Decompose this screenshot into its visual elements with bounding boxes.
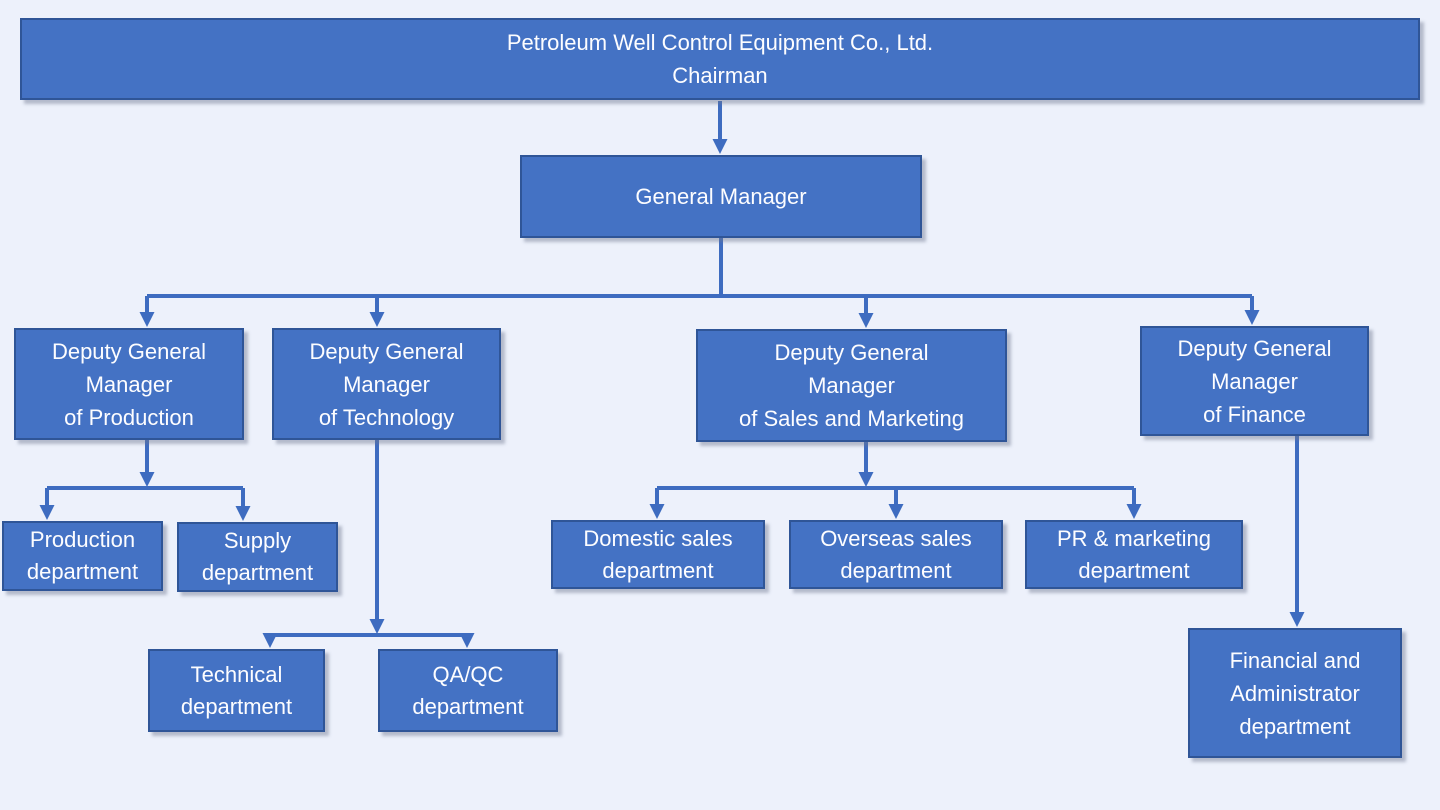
node-qaqc-department: QA/QC department <box>378 649 558 732</box>
node-deputy-finance: Deputy General Manager of Finance <box>1140 326 1369 436</box>
node-supply-department: Supply department <box>177 522 338 592</box>
node-general-manager: General Manager <box>520 155 922 238</box>
node-production-department: Production department <box>2 521 163 591</box>
node-deputy-sales-marketing: Deputy General Manager of Sales and Mark… <box>696 329 1007 442</box>
node-domestic-sales-department: Domestic sales department <box>551 520 765 589</box>
node-overseas-sales-department: Overseas sales department <box>789 520 1003 589</box>
node-technical-department: Technical department <box>148 649 325 732</box>
node-financial-admin-department: Financial and Administrator department <box>1188 628 1402 758</box>
node-deputy-production: Deputy General Manager of Production <box>14 328 244 440</box>
node-pr-marketing-department: PR & marketing department <box>1025 520 1243 589</box>
node-chairman: Petroleum Well Control Equipment Co., Lt… <box>20 18 1420 100</box>
node-deputy-technology: Deputy General Manager of Technology <box>272 328 501 440</box>
